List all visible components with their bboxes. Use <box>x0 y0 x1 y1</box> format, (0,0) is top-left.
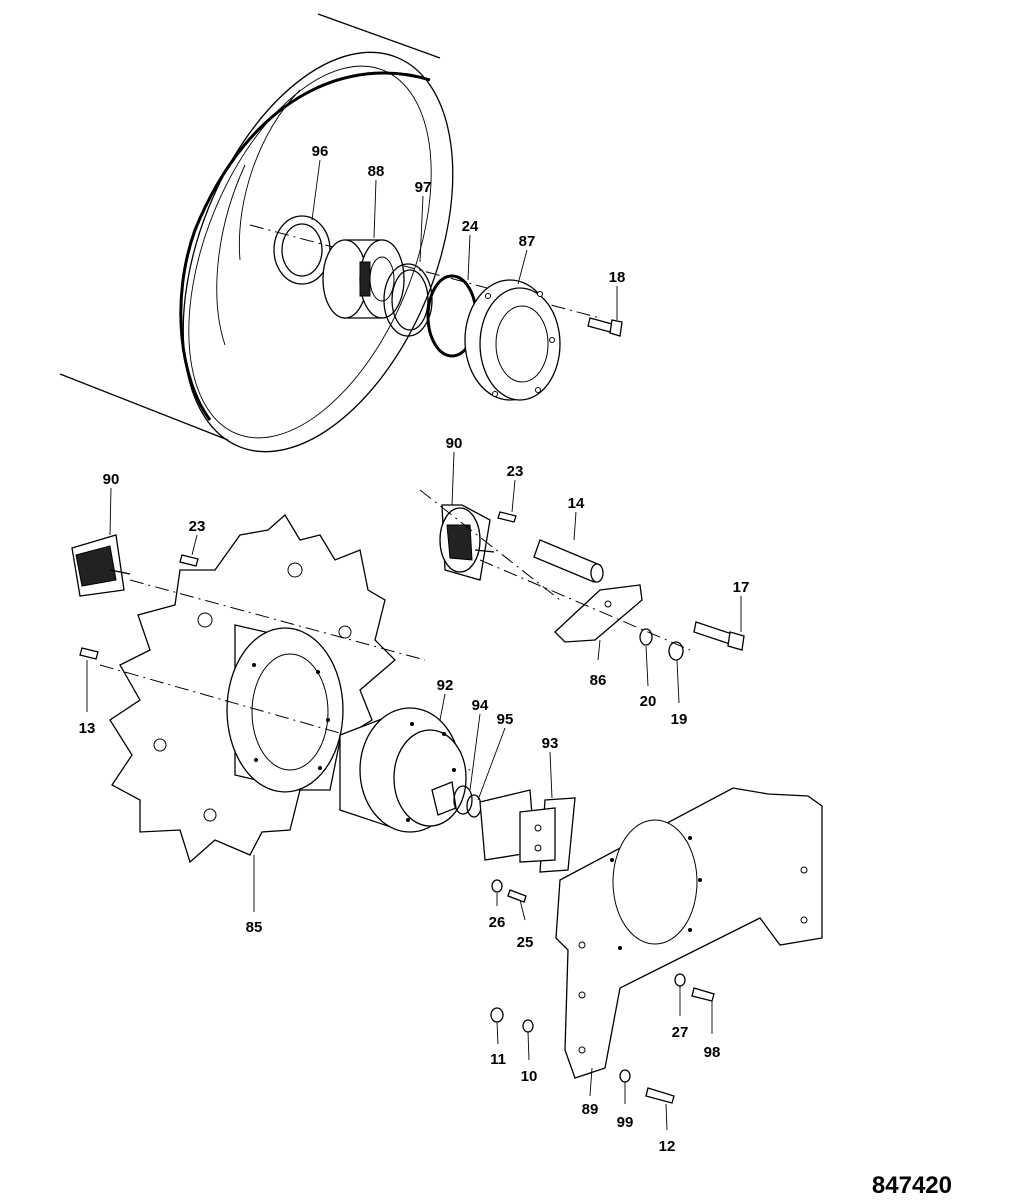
callout-95: 95 <box>497 711 514 728</box>
callout-11: 11 <box>490 1051 506 1068</box>
drawing-number: 847420 <box>872 1172 952 1199</box>
callout-18: 18 <box>609 269 626 286</box>
motor-92 <box>339 707 467 833</box>
bolt-25 <box>507 889 527 903</box>
bolt-23-right <box>497 511 517 523</box>
bolt-13 <box>79 647 99 660</box>
callout-13: 13 <box>79 720 96 737</box>
callout-87: 87 <box>519 233 536 250</box>
ring-97 <box>383 263 433 337</box>
callout-93: 93 <box>542 735 559 752</box>
drum <box>59 13 454 453</box>
callout-24: 24 <box>462 218 479 235</box>
callout-17: 17 <box>733 579 750 596</box>
callout-85: 85 <box>246 919 263 936</box>
washer-99 <box>619 1069 631 1083</box>
nut-26 <box>491 879 503 893</box>
callout-10: 10 <box>521 1068 538 1085</box>
callout-99: 99 <box>617 1114 634 1131</box>
washer-20 <box>639 628 653 646</box>
pin-14 <box>533 539 604 583</box>
callout-23-right: 23 <box>507 463 524 480</box>
flange-cover-87 <box>464 279 561 401</box>
callout-98: 98 <box>704 1044 721 1061</box>
callout-86: 86 <box>590 672 607 689</box>
seal-94 <box>453 785 473 815</box>
callout-25: 25 <box>517 934 534 951</box>
callout-94: 94 <box>472 697 489 714</box>
bolt-17 <box>693 621 745 651</box>
callout-20: 20 <box>640 693 657 710</box>
callout-labels: 96 88 97 24 87 18 90 23 14 17 86 20 19 9… <box>79 143 750 1155</box>
rubber-mount-90-right <box>439 504 495 581</box>
bolt-98 <box>691 987 715 1002</box>
snap-ring-96 <box>273 215 331 285</box>
callout-26: 26 <box>489 914 506 931</box>
bolt-12 <box>645 1087 675 1104</box>
leader-lines <box>86 159 742 1131</box>
callout-27: 27 <box>672 1024 689 1041</box>
sprocket-hub <box>226 624 344 793</box>
callout-12: 12 <box>659 1138 676 1155</box>
callout-89: 89 <box>582 1101 599 1118</box>
rubber-mount-90-left <box>71 534 131 597</box>
nut-11 <box>490 1007 504 1023</box>
plate-86 <box>554 584 643 643</box>
callout-19: 19 <box>671 711 688 728</box>
callout-14: 14 <box>568 495 585 512</box>
bolt-18 <box>587 317 623 337</box>
washer-27 <box>674 973 686 987</box>
nut-19 <box>668 641 684 661</box>
callout-90-left: 90 <box>103 471 120 488</box>
bracket-89 <box>555 787 823 1079</box>
callout-97: 97 <box>415 179 432 196</box>
motor-block-93 <box>479 789 576 873</box>
bearing-88 <box>322 239 405 319</box>
bolt-23-left <box>179 554 199 567</box>
callout-96: 96 <box>312 143 329 160</box>
callout-92: 92 <box>437 677 454 694</box>
callout-90-right: 90 <box>446 435 463 452</box>
washer-10 <box>522 1019 534 1033</box>
callout-23-left: 23 <box>189 518 206 535</box>
callout-88: 88 <box>368 163 385 180</box>
